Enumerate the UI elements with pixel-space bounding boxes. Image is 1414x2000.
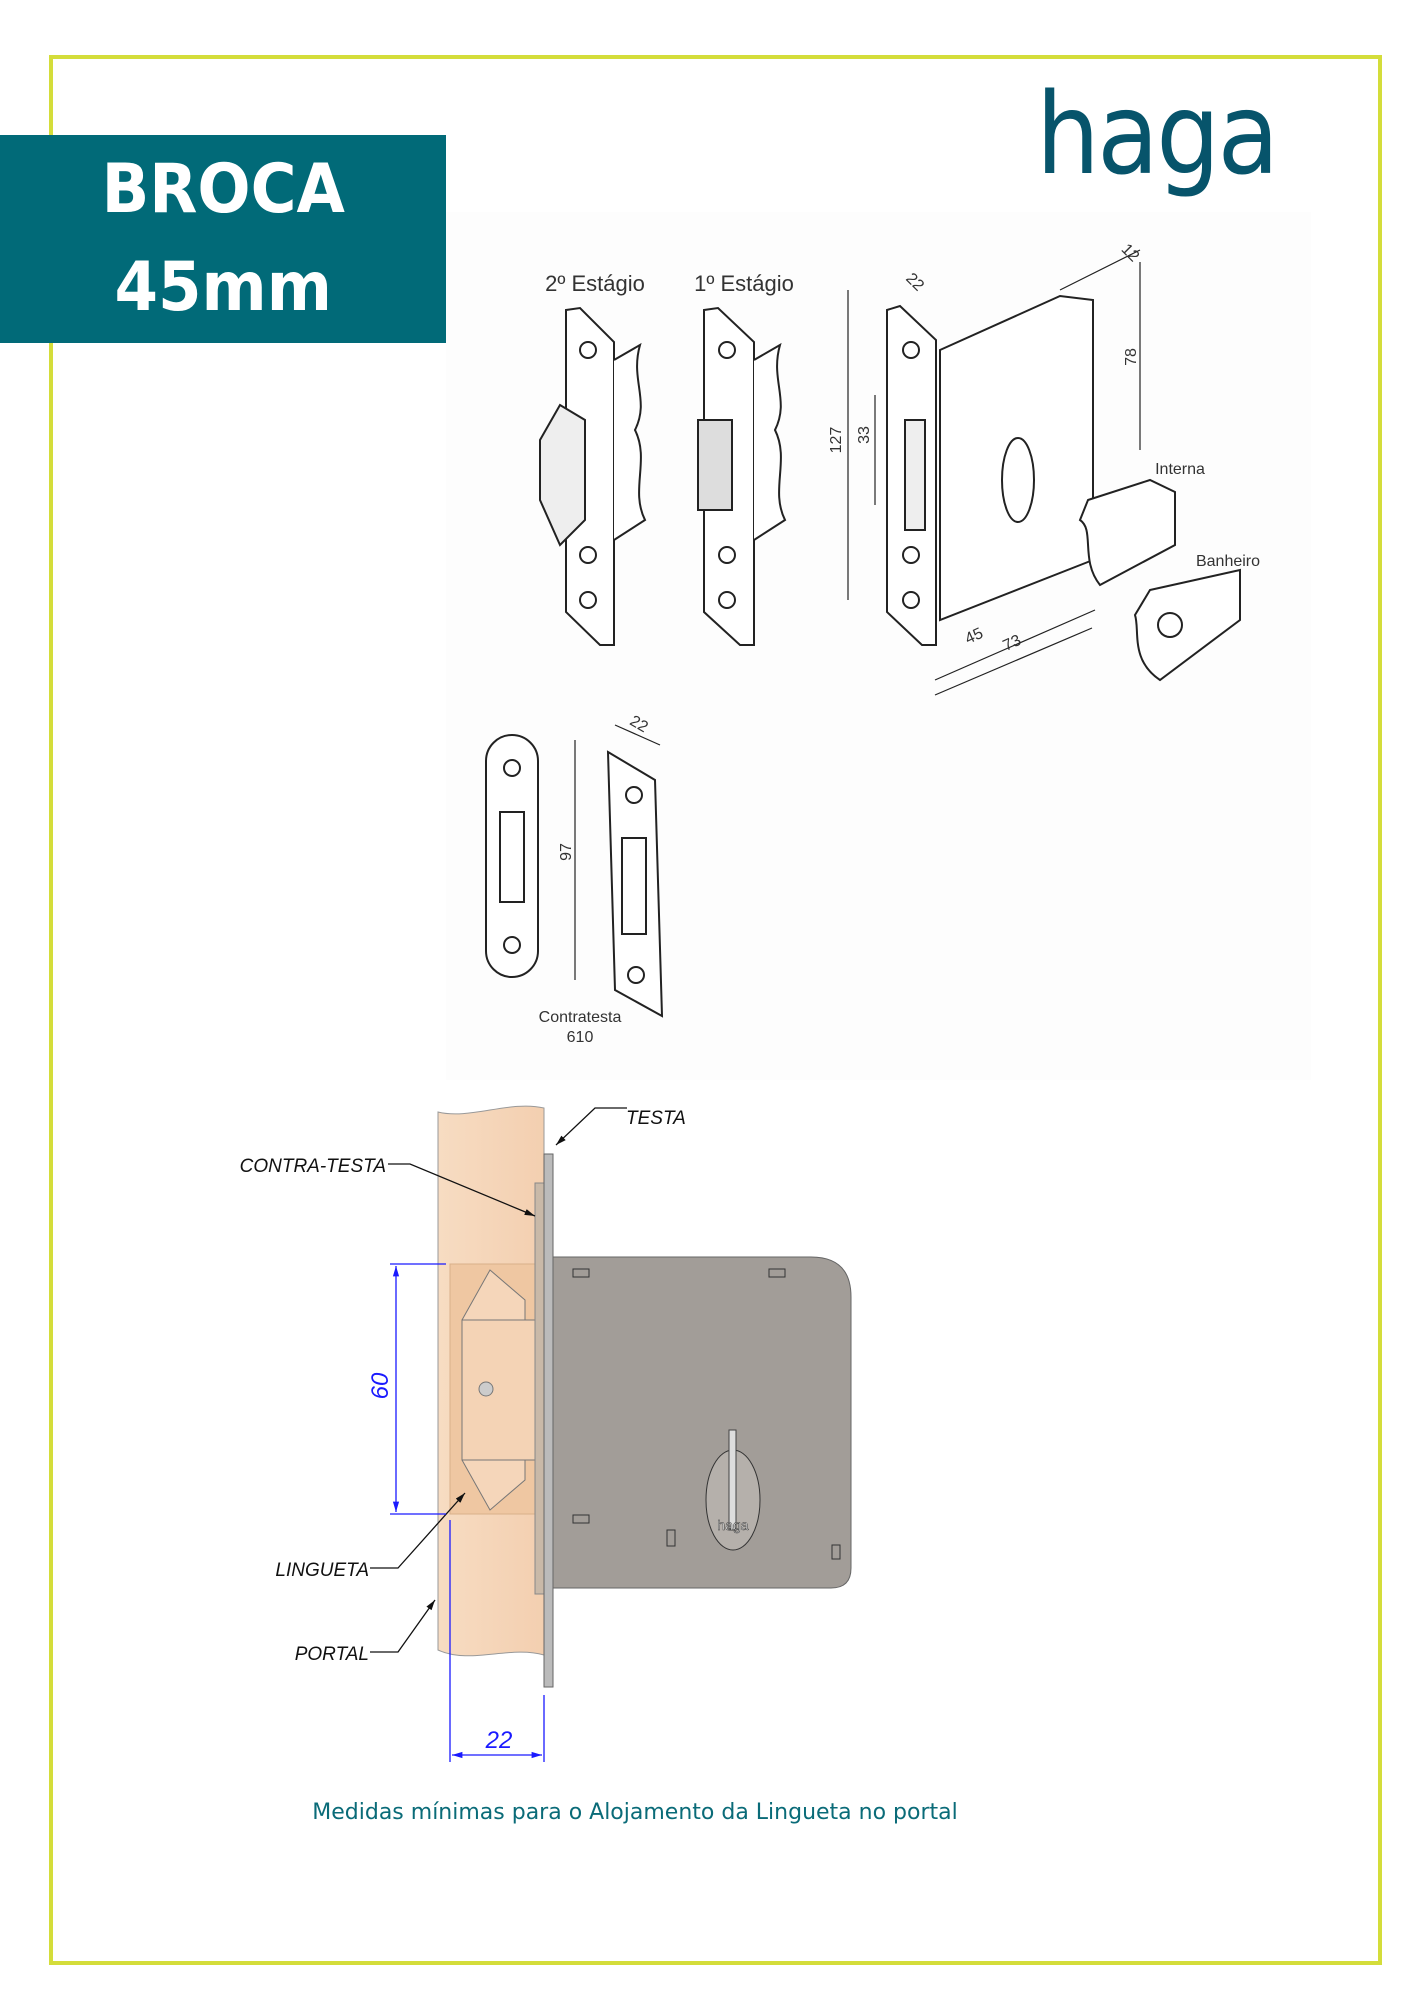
dim-backset: 45 <box>963 625 986 648</box>
title-banner: BROCA 45mm <box>0 135 446 343</box>
rosette-internal-label: Interna <box>1155 461 1205 478</box>
page-border <box>49 55 1382 1965</box>
brand-logo: haga <box>1036 70 1279 200</box>
lock-case <box>552 1256 852 1589</box>
dim-case-height: 78 <box>1123 348 1140 366</box>
dim-case-thickness: 12 <box>1118 241 1143 266</box>
dim-depth-label: 22 <box>485 1727 513 1754</box>
title-line-2: 45mm <box>114 248 332 327</box>
key-icon <box>728 1429 737 1531</box>
lock-body <box>886 294 1241 682</box>
strike-code: 610 <box>567 1029 594 1046</box>
dim-height-label: 60 <box>367 1372 394 1399</box>
dim-latch-height: 33 <box>856 426 873 444</box>
title-line-1: BROCA <box>101 150 345 229</box>
dim-case-depth: 73 <box>1001 632 1024 655</box>
keyhole-brand: haga <box>717 1517 748 1533</box>
rosette-bathroom-label: Banheiro <box>1196 553 1260 570</box>
dim-strike-height: 97 <box>558 843 575 861</box>
stage-1-label: 1º Estágio <box>694 271 794 296</box>
dim-faceplate-width: 22 <box>902 270 927 295</box>
installation-diagram: haga <box>370 1105 852 1762</box>
lingueta-label: LINGUETA <box>275 1560 369 1581</box>
contra-testa-plate <box>534 1182 545 1595</box>
stage-2-latch <box>539 306 647 646</box>
testa-label: TESTA <box>626 1108 686 1129</box>
rosette-internal <box>1078 478 1176 587</box>
portal-label: PORTAL <box>295 1644 369 1665</box>
stage-1-latch <box>697 306 787 646</box>
rosette-bathroom <box>1133 568 1241 682</box>
caption: Medidas mínimas para o Alojamento da Lin… <box>312 1800 958 1825</box>
dimension-lines-top <box>847 249 1141 696</box>
testa-plate <box>543 1153 554 1688</box>
latch-pin <box>478 1381 494 1397</box>
strike-plates <box>485 724 664 1018</box>
strike-label: Contratesta <box>539 1009 622 1026</box>
contra-testa-label: CONTRA-TESTA <box>240 1156 386 1177</box>
dim-strike-width: 22 <box>627 713 651 737</box>
dim-faceplate-height: 127 <box>828 427 845 454</box>
stage-2-label: 2º Estágio <box>545 271 645 296</box>
